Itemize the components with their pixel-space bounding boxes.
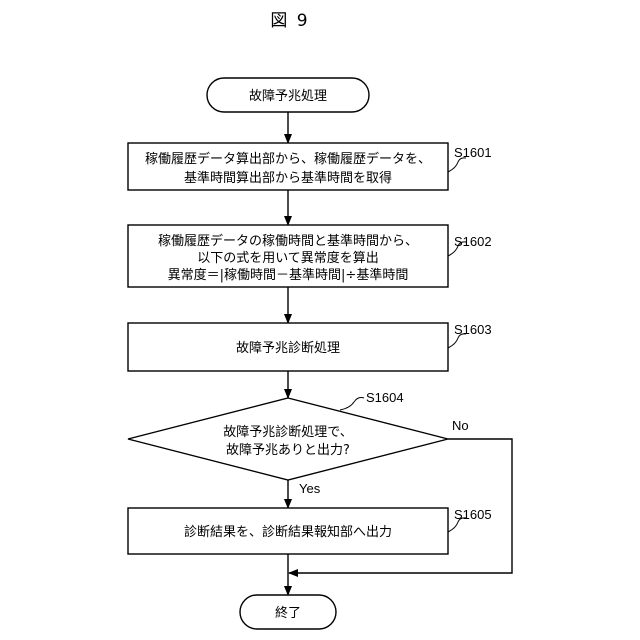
s1604-leader-line: [340, 398, 364, 411]
s1603-line-1: 故障予兆診断処理: [236, 340, 340, 356]
s1603-step-label: S1603: [454, 322, 492, 337]
yes-label: Yes: [299, 481, 321, 496]
s1605-step-label: S1605: [454, 507, 492, 522]
s1605-line-1: 診断結果を、診断結果報知部へ出力: [184, 524, 392, 540]
figure-title: 図 9: [270, 11, 309, 31]
s1604-line-1: 故障予兆診断処理で、: [223, 424, 352, 440]
no-label: No: [452, 418, 469, 433]
s1602-step-label: S1602: [454, 234, 492, 249]
start-label: 故障予兆処理: [249, 89, 327, 104]
s1602-line-1: 稼働履歴データの稼働時間と基準時間から、: [158, 233, 418, 249]
s1602-line-2: 以下の式を用いて異常度を算出: [197, 250, 379, 266]
s1601-line-2: 基準時間算出部から基準時間を取得: [184, 170, 392, 186]
s1601-line-1: 稼働履歴データ算出部から、稼働履歴データを、: [145, 151, 431, 167]
s1604-step-label: S1604: [366, 390, 404, 405]
end-label: 終了: [275, 605, 301, 621]
s1604-line-2: 故障予兆ありと出力?: [226, 443, 350, 458]
s1602-line-3: 異常度＝|稼働時間－基準時間|÷基準時間: [168, 267, 409, 283]
s1601-step-label: S1601: [454, 145, 492, 160]
